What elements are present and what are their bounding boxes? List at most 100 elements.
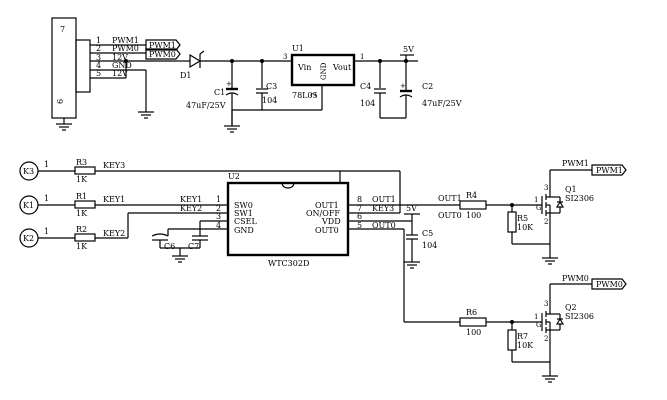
pin-number: 1 [534,313,538,321]
ref-label: R5 [517,214,528,223]
net-label: PWM0 [112,44,139,53]
ref-label: C4 [360,82,371,91]
value-label: 104 [422,241,437,250]
capacitor-c4: C4 104 [360,61,386,118]
ref-label: R6 [466,308,477,317]
pin-number: 2 [96,44,101,53]
driver-top: R4 100 R5 10K 1 G 3 [459,159,627,265]
pin-number: 3 [544,300,548,308]
gate-label: G [536,204,542,212]
resistor-r7 [507,329,517,351]
key-ref: K2 [23,234,34,243]
mosfet-q2: 1 G 3 2 Q2 SI2306 [534,284,594,376]
pin-number: 2 [544,218,548,226]
net-label: OUT0 [372,221,396,230]
pin-number: 1 [44,194,49,203]
ref-label: R7 [517,332,528,341]
res-value: 1K [76,242,88,251]
value-label: 47uF/25V [186,101,226,110]
res-ref: R2 [76,225,87,234]
part-label: SI2306 [565,312,594,321]
key-k2: K2 1 R2 1K KEY2 [19,212,228,251]
port-pwm1 [145,39,181,51]
value-label: 100 [466,211,481,220]
port-label: PWM1 [596,166,623,175]
ref-label: C5 [422,229,433,238]
part-label: SI2306 [565,194,594,203]
ref-label: U1 [292,44,304,53]
pin-number: 4 [216,221,221,230]
port-label: PWM1 [149,41,176,50]
svg-text:+: + [400,82,406,90]
net-label: PWM1 [562,159,589,168]
pin-number: 1 [44,227,49,236]
net-5v-label: 5V [403,45,414,54]
pin-number: 1 [216,195,221,204]
net-label: 12V [112,53,128,62]
ground-symbol [404,261,420,269]
key-ref: K1 [23,201,34,210]
res-value: 1K [76,175,88,184]
pin-number: 8 [357,195,362,204]
pin-name: SW0 [234,201,253,210]
ref-label: Q2 [565,303,577,312]
net-5v-label: 5V [406,204,417,213]
pin-number: 1 [360,53,364,61]
regulator-u1: U1 Vin GND Vout 3 1 2 78L05 [283,44,418,110]
value-label: 100 [466,328,481,337]
ground-symbol [172,255,188,263]
gate-label: G [536,321,542,329]
pin-number: 5 [96,69,101,78]
capacitor-c2: + C2 47uF/25V [399,61,462,118]
ref-label: R4 [466,191,477,200]
pin-name: OUT1 [315,201,339,210]
value-label: 104 [360,99,375,108]
net-label: PWM0 [562,274,589,283]
net-label: KEY3 [372,204,394,213]
pin-name: SW1 [234,209,253,218]
pin-number: 1 [96,36,101,45]
port-pwm0-out [591,278,627,290]
pin-number: 1 [44,160,49,169]
res-value: 1K [76,209,88,218]
pin-number: 4 [96,61,101,70]
part-label: 78L05 [292,91,318,100]
ground-symbol [138,111,154,119]
pin-number: 6 [357,212,362,221]
svg-text:+: + [226,80,232,88]
pin-name: Vout [332,63,352,72]
port-pwm0 [145,48,181,60]
resistor-r5 [507,211,517,233]
pin-name: GND [320,62,328,80]
net-label: GND [112,61,132,70]
res-ref: R3 [76,158,87,167]
capacitor-c3: C3 104 [256,61,277,110]
value-label: 104 [262,96,277,105]
pin-name: OUT0 [315,226,339,235]
capacitor-c7: C7 [188,221,208,251]
diode-d1: D1 [176,50,292,80]
net-label: OUT1 [372,195,396,204]
port-label: PWM0 [149,50,176,59]
ground-symbol [56,123,72,131]
ref-label: D1 [180,71,192,80]
key-k1: K1 1 R1 1K KEY1 [19,192,228,218]
ic-u2: U2 WTC302D SW0 SW1 CSEL GND 1 2 3 4 KEY1… [168,170,460,268]
net-label: 12V [112,69,128,78]
capacitor-c5: 5V C5 104 [404,204,437,262]
pin-number: 2 [544,335,548,343]
connector-j: 7 6 1 2 3 4 5 PWM1 PWM0 12V GND 12 [51,17,181,131]
pin-number: 7 [357,204,362,213]
capacitor-c6: C6 [151,229,175,251]
pin-number: 3 [216,212,221,221]
pin-number: 3 [96,53,101,62]
pin-number: 3 [283,53,287,61]
power-section: D1 + C1 47uF/25V C3 104 [176,44,462,133]
pin-name: CSEL [234,217,257,226]
resistor-r4 [459,200,487,210]
net-label: KEY1 [180,195,202,204]
ref-label: C7 [188,242,199,251]
net-out1-label: OUT1 [438,194,462,203]
ref-label: Q1 [565,185,577,194]
